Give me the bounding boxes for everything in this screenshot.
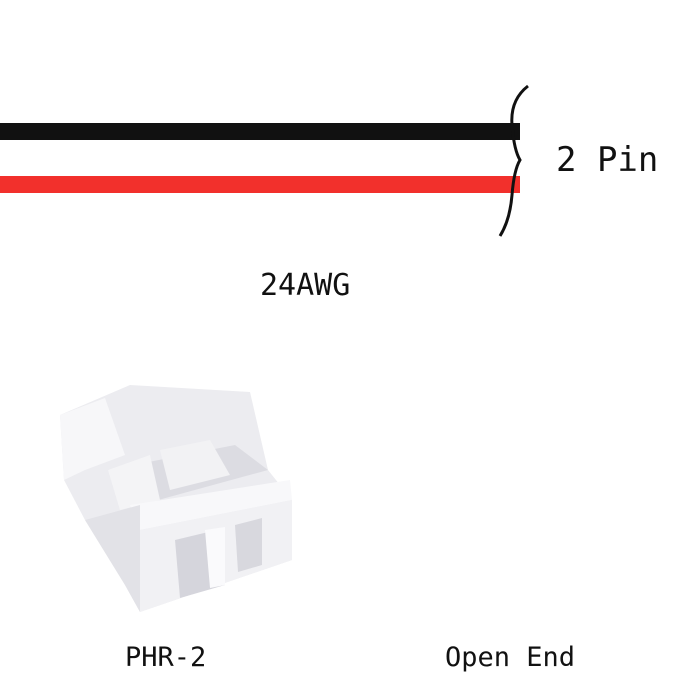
- black-wire: [0, 123, 520, 140]
- pin-count-label: 2 Pin: [556, 140, 659, 180]
- red-wire: [0, 176, 520, 193]
- connector-label: PHR-2: [125, 642, 207, 673]
- wire-gauge-label: 24AWG: [260, 268, 351, 303]
- open-end-label: Open End: [445, 642, 576, 673]
